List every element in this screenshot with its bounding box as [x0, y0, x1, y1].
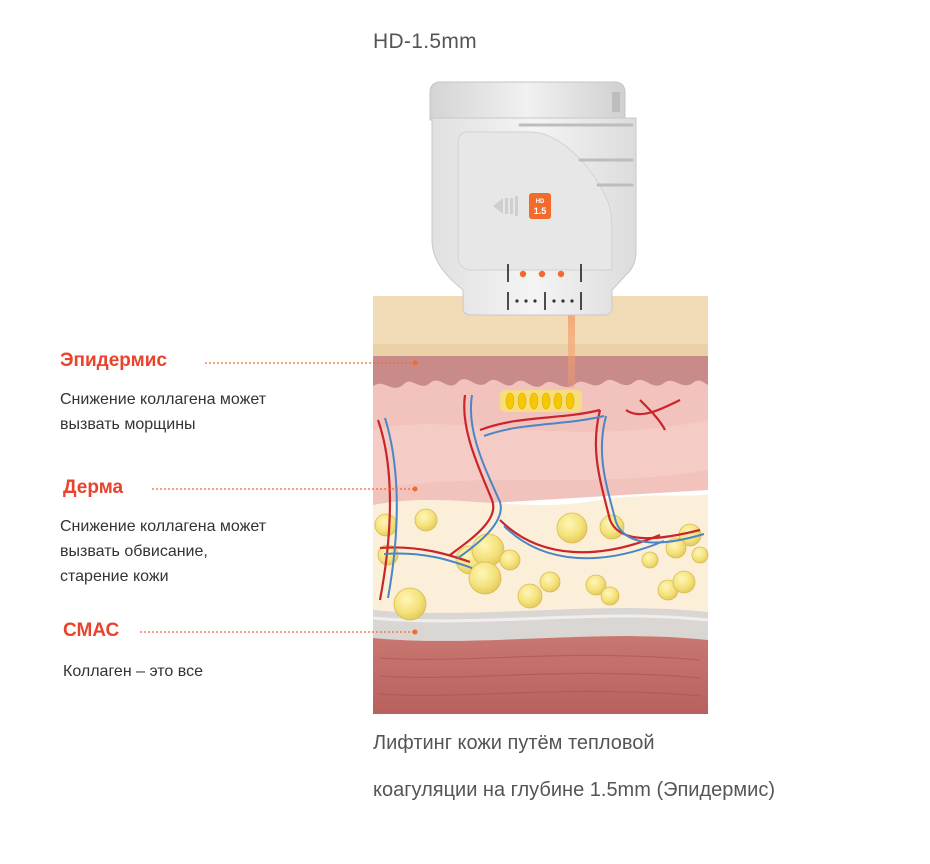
label-dermis-line: вызвать обвисание, — [60, 543, 208, 560]
device-orange-dots — [519, 270, 565, 278]
device-badge-top: HD — [536, 199, 545, 205]
label-epidermis-desc: Снижение коллагена может вызвать морщины — [60, 387, 266, 437]
fat-cells — [374, 508, 709, 621]
label-smas-desc: Коллаген – это все — [63, 659, 203, 684]
label-epidermis-line: вызвать морщины — [60, 416, 196, 433]
diagram-title: HD-1.5mm — [373, 30, 477, 53]
label-dermis-desc: Снижение коллагена может вызвать обвисан… — [60, 514, 266, 589]
device-badge — [529, 193, 551, 219]
label-smas-line: Коллаген – это все — [63, 663, 203, 680]
ultrasound-beam — [568, 308, 575, 388]
smas-highlight — [372, 614, 709, 623]
blood-vessels-red — [376, 394, 701, 601]
muscle-fibers — [379, 654, 701, 697]
device-badge-bottom: 1.5 — [534, 206, 547, 216]
stratum-thin-layer — [373, 344, 708, 356]
caption-line-1: Лифтинг кожи путём тепловой — [373, 732, 655, 754]
device-cap — [429, 81, 626, 121]
label-leader-dots — [412, 360, 418, 635]
blood-vessels-blue — [383, 394, 705, 599]
label-dermis-title: Дерма — [63, 477, 124, 498]
label-smas-title: СМАС — [63, 620, 120, 641]
device-black-dots — [515, 299, 574, 303]
device-clip-icon — [493, 196, 518, 216]
label-epidermis-line: Снижение коллагена может — [60, 391, 267, 408]
coagulation-points — [500, 390, 582, 412]
label-dermis-line: Снижение коллагена может — [60, 518, 267, 535]
label-leaders — [140, 362, 415, 633]
device-indicator-marks — [507, 264, 582, 310]
hd-cartridge-device: HD 1.5 — [429, 81, 637, 316]
label-epidermis-title: Эпидермис — [60, 350, 167, 371]
caption-line-2: коагуляции на глубине 1.5mm (Эпидермис) — [373, 779, 775, 801]
dermis-highlight — [373, 420, 708, 490]
skin-block — [372, 296, 709, 714]
label-dermis-line: старение кожи — [60, 568, 169, 585]
